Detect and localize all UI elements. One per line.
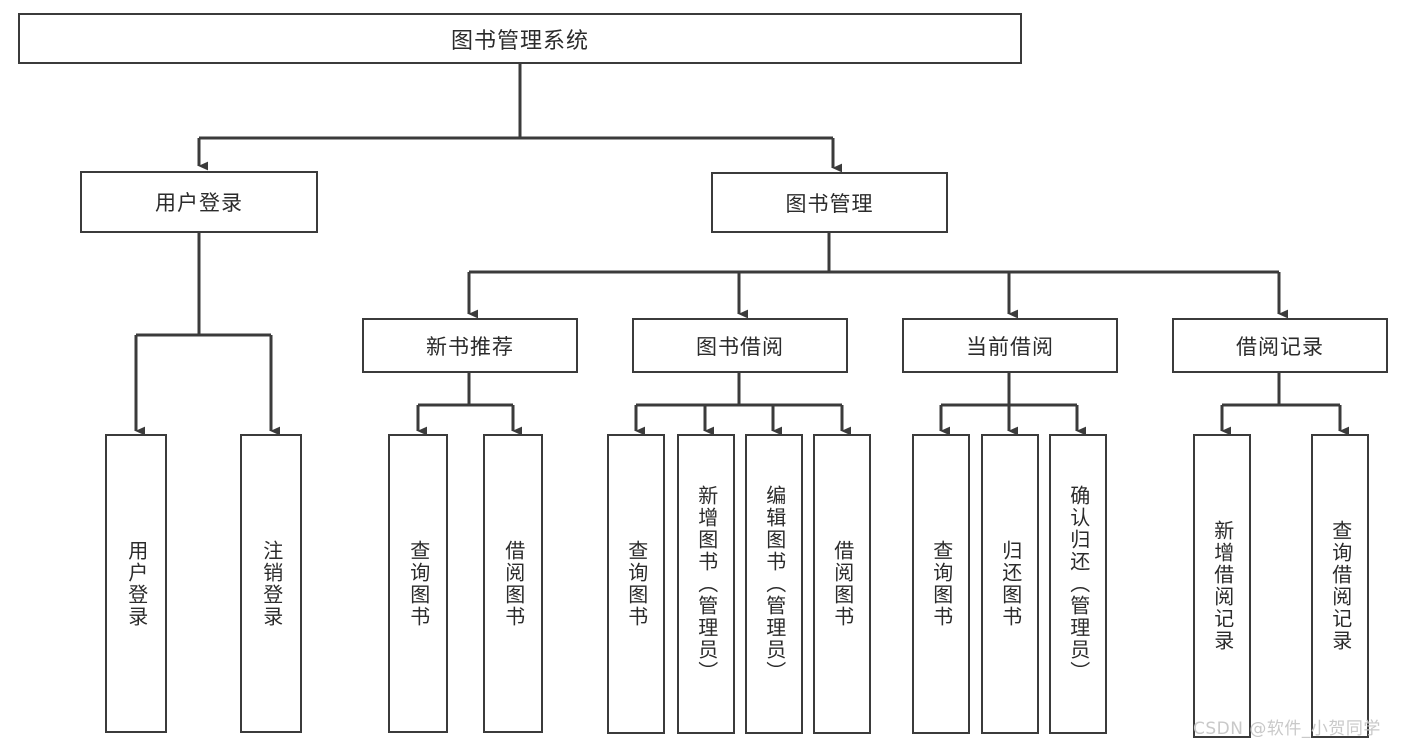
- leaf-borrow-add-book-admin-label: 新增图书（管理员）: [694, 485, 719, 683]
- node-user-login[interactable]: 用户登录: [80, 171, 318, 233]
- leaf-current-query-book-label: 查询图书: [929, 540, 954, 628]
- leaf-new-book-query[interactable]: 查询图书: [388, 434, 448, 733]
- node-book-management[interactable]: 图书管理: [711, 172, 948, 233]
- node-borrow-record-label: 借阅记录: [1236, 334, 1324, 359]
- leaf-new-book-query-label: 查询图书: [406, 539, 431, 628]
- node-book-borrow-label: 图书借阅: [696, 334, 784, 359]
- node-new-book-recommend-label: 新书推荐: [426, 334, 514, 359]
- leaf-borrow-add-book-admin[interactable]: 新增图书（管理员）: [677, 434, 735, 734]
- leaf-new-book-borrow[interactable]: 借阅图书: [483, 434, 543, 733]
- node-root-system-label: 图书管理系统: [450, 28, 589, 54]
- leaf-user-login-signin-label: 用户登录: [124, 539, 149, 628]
- node-root-system[interactable]: 图书管理系统: [18, 13, 1022, 64]
- node-borrow-record[interactable]: 借阅记录: [1172, 318, 1388, 373]
- node-current-borrow[interactable]: 当前借阅: [902, 318, 1118, 373]
- leaf-record-add-record-label: 新增借阅记录: [1210, 520, 1235, 652]
- leaf-current-return-book[interactable]: 归还图书: [981, 434, 1039, 734]
- leaf-current-query-book[interactable]: 查询图书: [912, 434, 970, 734]
- leaf-borrow-borrow-book-label: 借阅图书: [830, 540, 855, 628]
- leaf-user-login-signin[interactable]: 用户登录: [105, 434, 167, 733]
- leaf-borrow-query-book-label: 查询图书: [624, 540, 649, 628]
- leaf-record-query-record[interactable]: 查询借阅记录: [1311, 434, 1369, 738]
- leaf-user-login-signout-label: 注销登录: [259, 539, 284, 628]
- leaf-user-login-signout[interactable]: 注销登录: [240, 434, 302, 733]
- node-new-book-recommend[interactable]: 新书推荐: [362, 318, 578, 373]
- leaf-borrow-edit-book-admin[interactable]: 编辑图书（管理员）: [745, 434, 803, 734]
- node-user-login-label: 用户登录: [155, 191, 243, 215]
- leaf-borrow-edit-book-admin-label: 编辑图书（管理员）: [762, 485, 787, 683]
- leaf-borrow-query-book[interactable]: 查询图书: [607, 434, 665, 734]
- node-book-borrow[interactable]: 图书借阅: [632, 318, 848, 373]
- leaf-current-confirm-return-admin[interactable]: 确认归还（管理员）: [1049, 434, 1107, 734]
- node-book-management-label: 图书管理: [785, 191, 874, 216]
- leaf-current-confirm-return-admin-label: 确认归还（管理员）: [1066, 485, 1091, 683]
- csdn-watermark: CSDN @软件_小贺同学: [1193, 719, 1381, 739]
- leaf-record-query-record-label: 查询借阅记录: [1328, 520, 1353, 652]
- leaf-new-book-borrow-label: 借阅图书: [501, 539, 526, 628]
- node-current-borrow-label: 当前借阅: [966, 334, 1054, 359]
- leaf-record-add-record[interactable]: 新增借阅记录: [1193, 434, 1251, 738]
- leaf-borrow-borrow-book[interactable]: 借阅图书: [813, 434, 871, 734]
- leaf-current-return-book-label: 归还图书: [998, 540, 1023, 628]
